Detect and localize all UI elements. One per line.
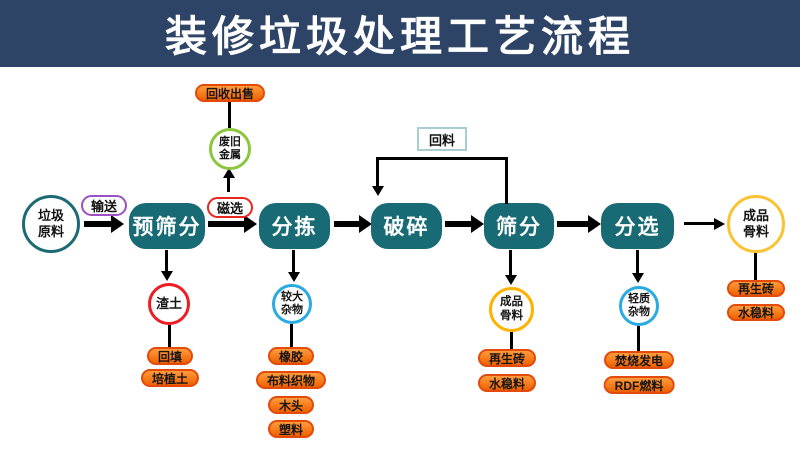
pill-recycled-brick-final: 再生砖 — [726, 280, 786, 297]
pill-recycle-sell: 回收出售 — [194, 84, 266, 102]
arrow-separation-to-aggregate — [684, 222, 714, 225]
edge-label-magnetic-separation: 磁选 — [206, 197, 254, 218]
circle-finished-aggregate-final: 成品 骨料 — [727, 195, 785, 253]
stage-sorting: 分拣 — [259, 203, 330, 249]
circle-finished-aggregate-mid: 成品 骨料 — [489, 287, 534, 332]
pill-wood: 木头 — [267, 396, 315, 414]
return-loop-right-line — [505, 157, 508, 204]
arrow-screening-to-aggregate — [509, 250, 512, 275]
stage-separation: 分选 — [601, 203, 674, 249]
arrow-sorting-to-crushing — [334, 221, 359, 227]
return-loop-horizontal-line — [376, 157, 508, 160]
circle-muck: 渣土 — [148, 283, 190, 325]
pill-rdf-fuel: RDF燃料 — [603, 376, 675, 394]
arrow-prescreen-to-muck — [165, 250, 168, 271]
pill-fabric: 布料织物 — [255, 371, 327, 389]
pill-incineration-power: 焚烧发电 — [603, 351, 675, 369]
edge-label-convey: 输送 — [80, 195, 128, 216]
stage-screening: 筛分 — [484, 203, 554, 249]
pill-backfill: 回填 — [146, 347, 194, 365]
arrow-sorting-to-debris — [292, 250, 295, 272]
line-muck-to-outputs — [168, 325, 171, 348]
pill-planting-soil: 培植土 — [140, 369, 200, 387]
title-banner: 装修垃圾处理工艺流程 — [0, 0, 800, 67]
arrow-up-to-scrap-metal — [227, 178, 230, 192]
page-title: 装修垃圾处理工艺流程 — [164, 13, 635, 60]
arrow-separation-to-light-debris — [636, 250, 639, 273]
arrow-source-to-prescreen — [84, 221, 111, 227]
stage-crushing: 破碎 — [371, 203, 442, 249]
stage-pre-screening: 预筛分 — [129, 203, 205, 249]
circle-light-debris: 轻质 杂物 — [619, 286, 659, 326]
line-scrap-to-recycle — [228, 101, 231, 128]
pill-recycled-brick-mid: 再生砖 — [477, 349, 537, 367]
arrow-prescreen-to-sorting — [208, 221, 244, 227]
edge-label-return-material: 回料 — [416, 127, 468, 151]
line-light-debris-to-outputs — [637, 326, 640, 351]
pill-water-stable-final: 水稳料 — [726, 304, 786, 321]
circle-waste-raw-material: 垃圾 原料 — [22, 195, 80, 253]
circle-large-debris: 较大 杂物 — [272, 284, 312, 324]
line-aggregate-mid-to-outputs — [510, 332, 513, 350]
arrow-crushing-to-screening — [445, 221, 471, 227]
pill-water-stable-mid: 水稳料 — [477, 374, 537, 392]
pill-plastic: 塑料 — [267, 420, 315, 438]
arrow-screening-to-separation — [557, 221, 588, 227]
return-loop-down-arrow — [376, 157, 379, 186]
circle-scrap-metal: 废旧 金属 — [209, 128, 251, 170]
line-aggregate-final-to-outputs — [754, 253, 757, 280]
line-debris-to-outputs — [290, 324, 293, 348]
pill-rubber: 橡胶 — [267, 347, 315, 365]
